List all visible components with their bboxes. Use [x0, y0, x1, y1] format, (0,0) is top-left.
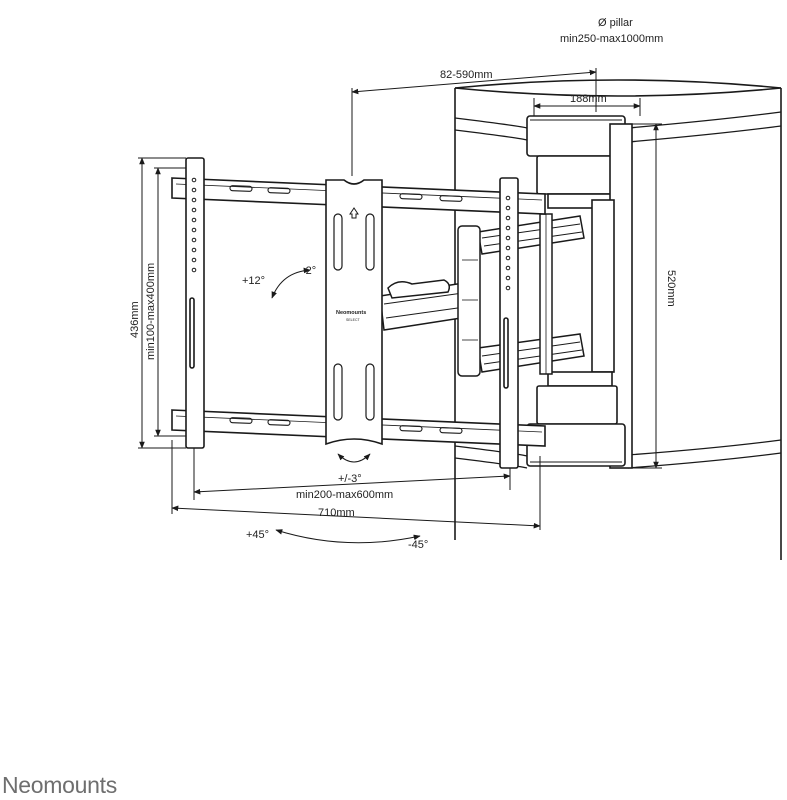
tv-strip-left: [185, 157, 205, 449]
pillar-title: Ø pillar: [598, 17, 633, 29]
clamp-height-label: 520mm: [665, 270, 677, 307]
rail-slots: [229, 185, 463, 434]
wall-distance-label: 82-590mm: [440, 69, 493, 81]
swivel-left-label: +45°: [246, 529, 269, 541]
articulating-arms: [379, 213, 585, 377]
swivel-right-label: -45°: [408, 539, 428, 551]
center-mount-plate: [325, 179, 383, 446]
clamp-width-label: 188mm: [570, 93, 607, 105]
vesa-height-label: min100-max400mm: [145, 263, 157, 360]
pillar-clamp-bracket: [526, 115, 633, 469]
tilt-down-label: -2°: [302, 265, 316, 277]
overall-height-label: 436mm: [129, 301, 141, 338]
vesa-width-label: min200-max600mm: [296, 489, 393, 501]
plate-brand-label: Neomounts: [336, 310, 366, 316]
tv-strip-right: [499, 177, 519, 469]
tilt-up-label: +12°: [242, 275, 265, 287]
overall-width-label: 710mm: [318, 507, 355, 519]
angle-arrows: [271, 267, 421, 544]
brand-logo-text: Neomounts: [2, 772, 117, 798]
rotate-label: +/-3°: [338, 473, 362, 485]
pillar-range: min250-max1000mm: [560, 33, 663, 45]
plate-sub-label: SELECT: [346, 318, 360, 322]
dimension-lines: [138, 68, 662, 530]
strip-holes: [191, 177, 511, 291]
